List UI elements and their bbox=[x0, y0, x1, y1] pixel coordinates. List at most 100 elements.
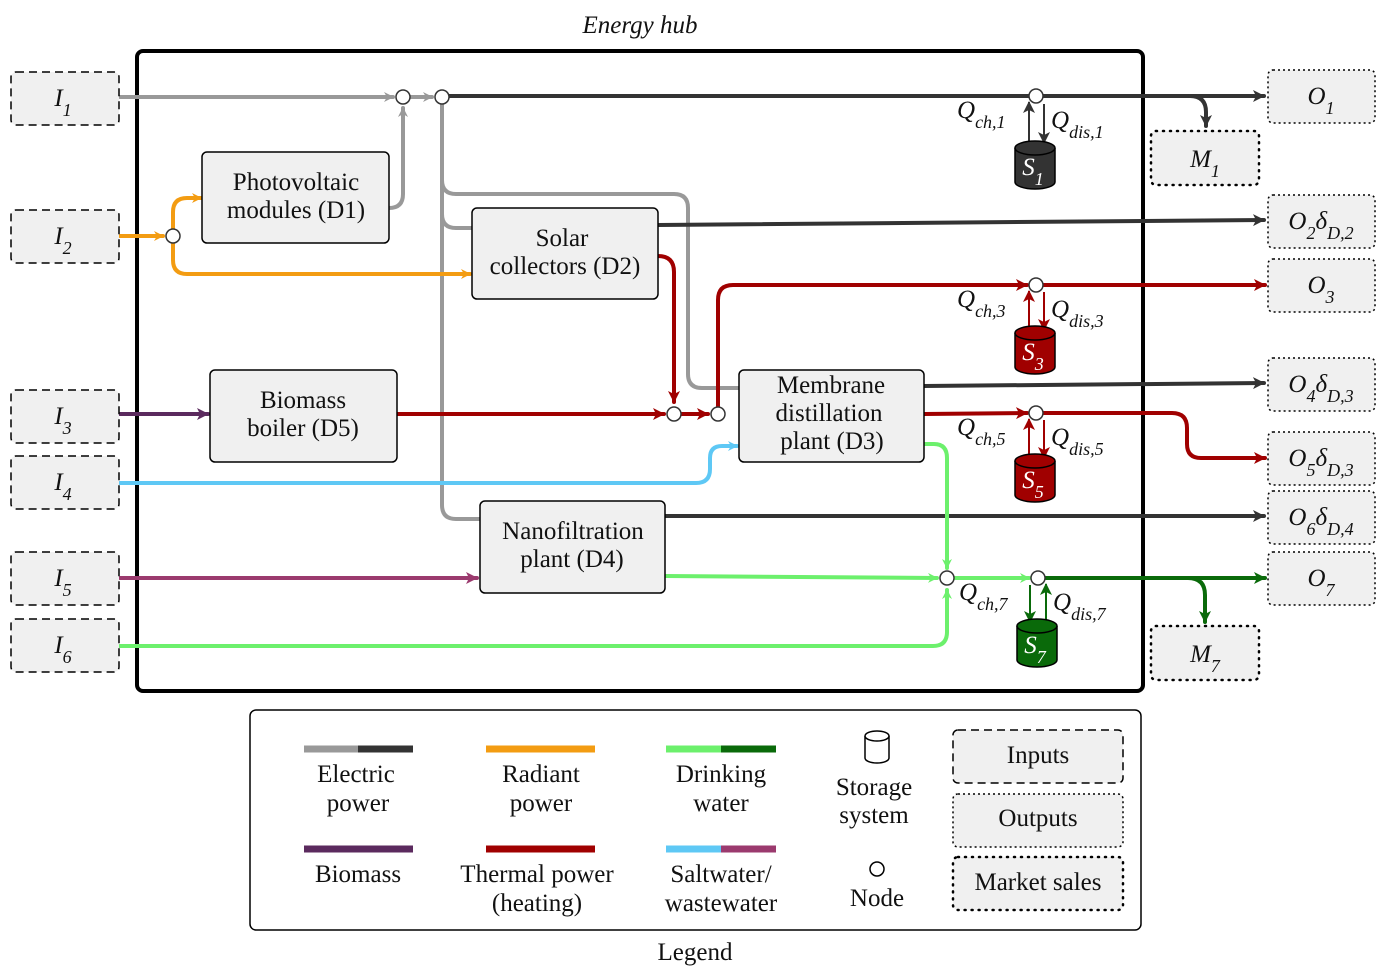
biomass-label-1: Biomass bbox=[260, 387, 346, 414]
market-box-1: M1 bbox=[1149, 129, 1261, 187]
output-label-2: O2δD,2 bbox=[1288, 208, 1353, 243]
solar-label-1: Solar bbox=[536, 225, 589, 252]
storage-label-1: S1 bbox=[1022, 154, 1044, 189]
flow-pv-to-node bbox=[387, 106, 408, 210]
legend-drinking-1: Drinking bbox=[676, 761, 767, 788]
input-label-5: I5 bbox=[53, 565, 71, 600]
node-s7 bbox=[1030, 570, 1046, 586]
node-radiant bbox=[165, 228, 181, 244]
nano-label-1: Nanofiltration bbox=[502, 518, 644, 545]
flow-solar-to-thermal-node bbox=[656, 254, 680, 404]
legend-electric-1: Electric bbox=[317, 761, 395, 788]
output-label-5: O5δD,3 bbox=[1288, 445, 1353, 480]
legend-storage-1: Storage bbox=[836, 774, 912, 801]
hub-title: Energy hub bbox=[581, 12, 697, 39]
legend-market-box bbox=[951, 855, 1125, 912]
input-box-4: I4 bbox=[10, 455, 120, 510]
q-discharge-label-1: Qdis,1 bbox=[1051, 107, 1104, 142]
output-box-5: O5δD,3 bbox=[1267, 431, 1376, 486]
market-box-7: M7 bbox=[1149, 624, 1261, 682]
output-box-6: O6δD,4 bbox=[1267, 490, 1376, 545]
membrane-label-2: distillation bbox=[776, 400, 883, 427]
node-s3 bbox=[1028, 277, 1044, 293]
input-box-2: I2 bbox=[10, 209, 120, 264]
flow-membrane-to-o5 bbox=[922, 407, 1029, 420]
storage-3: S3 Qch,3 Qdis,3 bbox=[957, 286, 1104, 375]
legend-storage-2: system bbox=[839, 802, 909, 829]
legend-node: Node bbox=[850, 885, 904, 912]
input-label-1: I1 bbox=[53, 85, 71, 120]
flow-i4-to-membrane bbox=[118, 441, 739, 485]
q-charge-label-7: Qch,7 bbox=[959, 579, 1009, 614]
flow-solar-to-o2 bbox=[656, 214, 1266, 227]
output-label-6: O6δD,4 bbox=[1288, 504, 1353, 539]
input-box-6: I6 bbox=[10, 618, 120, 673]
device-nano: Nanofiltration plant (D4) bbox=[479, 500, 666, 594]
legend-electric-2: power bbox=[327, 790, 390, 817]
market-label-7: M7 bbox=[1189, 641, 1221, 676]
storage-label-3: S3 bbox=[1022, 339, 1044, 374]
legend-biomass: Biomass bbox=[315, 861, 401, 888]
output-box-7: O7 bbox=[1267, 551, 1376, 606]
legend-storage-icon bbox=[864, 730, 890, 764]
legend-outputs: Outputs bbox=[998, 805, 1077, 832]
flow-thermal-to-o3 bbox=[716, 279, 1029, 408]
input-box-3: I3 bbox=[10, 389, 120, 444]
legend-inputs-box bbox=[952, 729, 1124, 784]
membrane-label-1: Membrane bbox=[777, 372, 885, 399]
output-box-2: O2δD,2 bbox=[1267, 194, 1376, 249]
legend-thermal-1: Thermal power bbox=[460, 861, 614, 888]
storage-7: S7 Qch,7 Qdis,7 bbox=[959, 579, 1107, 668]
legend-market: Market sales bbox=[974, 869, 1101, 896]
flow-i6-to-node bbox=[118, 588, 952, 648]
legend-thermal-2: (heating) bbox=[492, 890, 582, 917]
output-box-4: O4δD,3 bbox=[1267, 357, 1376, 412]
flow-membrane-to-node bbox=[922, 442, 952, 570]
storage-label-5: S5 bbox=[1022, 467, 1044, 502]
input-box-5: I5 bbox=[10, 551, 120, 606]
output-box-3: O3 bbox=[1267, 258, 1376, 313]
node-drinking bbox=[939, 570, 955, 586]
legend-radiant-1: Radiant bbox=[502, 761, 580, 788]
q-discharge-label-3: Qdis,3 bbox=[1051, 296, 1104, 331]
energy-hub-boundary bbox=[135, 49, 1145, 693]
output-label-4: O4δD,3 bbox=[1288, 371, 1353, 406]
biomass-label-2: boiler (D5) bbox=[247, 415, 359, 442]
pv-label-2: modules (D1) bbox=[227, 197, 365, 224]
legend-saltwater-2: wastewater bbox=[665, 890, 778, 917]
device-solar: Solar collectors (D2) bbox=[471, 207, 659, 300]
q-charge-label-1: Qch,1 bbox=[957, 97, 1006, 132]
flow-radiant-to-pv bbox=[171, 193, 203, 230]
flow-membrane-to-o4 bbox=[922, 377, 1266, 390]
flow-elec-to-membrane bbox=[440, 178, 741, 390]
flow-radiant-to-solar bbox=[171, 242, 472, 279]
output-box-1: O1 bbox=[1267, 69, 1376, 124]
input-label-6: I6 bbox=[53, 632, 71, 667]
nano-label-2: plant (D4) bbox=[520, 546, 623, 573]
legend-inputs: Inputs bbox=[1007, 742, 1070, 769]
output-label-7: O7 bbox=[1307, 565, 1335, 600]
node-s1 bbox=[1028, 88, 1044, 104]
node-s5 bbox=[1028, 405, 1044, 421]
node-thermal-2 bbox=[710, 406, 726, 422]
storage-label-7: S7 bbox=[1024, 632, 1047, 667]
legend-drinking-2: water bbox=[693, 790, 749, 817]
device-membrane: Membrane distillation plant (D3) bbox=[738, 369, 925, 463]
output-label-3: O3 bbox=[1307, 272, 1334, 307]
device-pv: Photovoltaic modules (D1) bbox=[201, 151, 390, 244]
flow-to-m7 bbox=[1186, 576, 1211, 624]
input-label-3: I3 bbox=[53, 403, 71, 438]
flow-elec-bus-vertical bbox=[440, 102, 482, 521]
legend-node-icon bbox=[869, 861, 885, 877]
input-label-2: I2 bbox=[53, 223, 71, 258]
flow-nano-to-node bbox=[663, 572, 939, 583]
output-label-1: O1 bbox=[1307, 83, 1334, 118]
node-elec-1 bbox=[395, 89, 411, 105]
market-label-1: M1 bbox=[1189, 146, 1220, 181]
solar-label-2: collectors (D2) bbox=[490, 253, 641, 280]
q-discharge-label-7: Qdis,7 bbox=[1053, 589, 1107, 624]
q-charge-label-3: Qch,3 bbox=[957, 286, 1006, 321]
input-box-1: I1 bbox=[10, 71, 120, 126]
legend-title: Legend bbox=[658, 939, 733, 966]
